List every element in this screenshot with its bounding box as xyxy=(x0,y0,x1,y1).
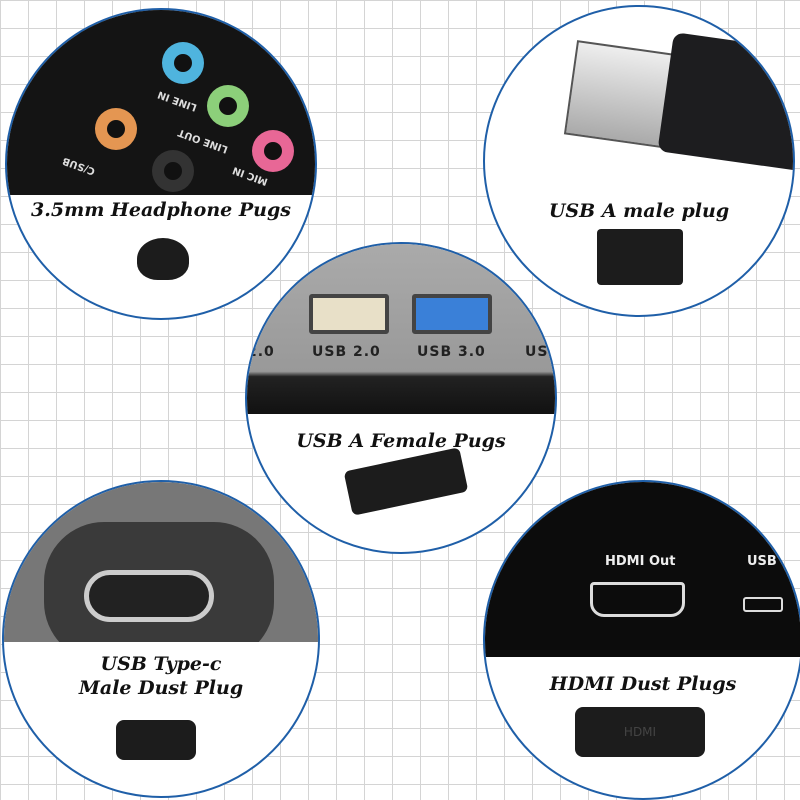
label-usb: USB xyxy=(747,554,777,569)
hdmi-port xyxy=(590,582,685,617)
hdmi-plug-text: HDMI xyxy=(623,725,657,739)
panel-headphone-plugs: LINE IN LINE OUT MIC IN C/SUB 3.5mm Head… xyxy=(5,8,317,320)
usb-male-cap-image xyxy=(597,229,683,285)
port-label-usb2: USB 2.0 xyxy=(312,344,381,360)
usb-port-3 xyxy=(412,294,492,334)
label-hdmi-out: HDMI Out xyxy=(605,554,676,569)
audio-jacks-photo: LINE IN LINE OUT MIC IN C/SUB xyxy=(7,10,315,195)
usb-ports-photo: 2.0 USB 2.0 USB 3.0 US xyxy=(247,244,555,414)
port-label-usb3: USB 3.0 xyxy=(417,344,486,360)
usb-body xyxy=(657,32,793,172)
hdmi-photo: HDMI Out USB xyxy=(485,482,800,657)
jack-blue xyxy=(162,42,204,84)
jack-pink xyxy=(252,130,294,172)
panel-typec-plug: USB Type-c Male Dust Plug xyxy=(2,480,320,798)
panel-hdmi-plugs: HDMI Out USB HDMI Dust Plugs HDMI xyxy=(483,480,800,800)
typec-plug-image xyxy=(116,720,196,760)
jack-black xyxy=(152,150,194,192)
typec-port xyxy=(84,570,214,622)
caption-typec-line2: Male Dust Plug xyxy=(78,677,244,699)
caption-usb-male: USB A male plug xyxy=(548,200,730,222)
jack-green xyxy=(207,85,249,127)
caption-headphone: 3.5mm Headphone Pugs xyxy=(31,199,291,221)
usb-male-photo xyxy=(485,7,793,192)
caption-usb-female: USB A Female Pugs xyxy=(296,430,506,452)
hdmi-plug-image: HDMI xyxy=(575,707,705,757)
caption-hdmi: HDMI Dust Plugs xyxy=(549,673,737,695)
caption-typec-line1: USB Type-c xyxy=(100,653,222,675)
usb-port-2 xyxy=(309,294,389,334)
usb-female-plug-image xyxy=(343,447,469,516)
label-c-sub: C/SUB xyxy=(61,154,97,177)
port-label-partial-right: US xyxy=(525,344,549,360)
panel-usb-male-plug: USB A male plug xyxy=(483,5,795,317)
typec-photo xyxy=(4,482,318,642)
jack-orange xyxy=(95,108,137,150)
label-line-out: LINE OUT xyxy=(176,126,230,155)
port-label-partial-left: 2.0 xyxy=(247,344,275,360)
label-line-in: LINE IN xyxy=(156,88,199,113)
mini-usb-port xyxy=(743,597,783,612)
headphone-plug-image xyxy=(137,238,189,280)
